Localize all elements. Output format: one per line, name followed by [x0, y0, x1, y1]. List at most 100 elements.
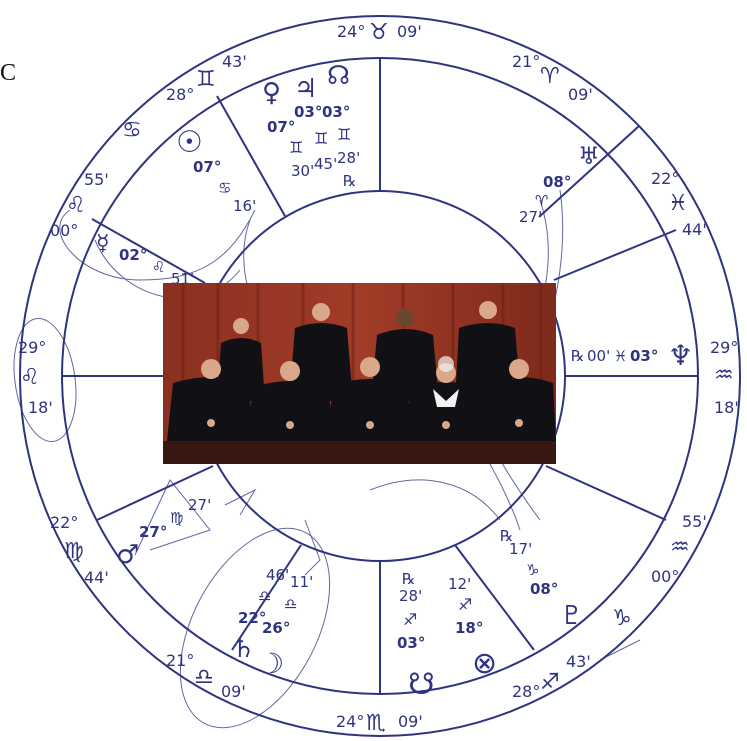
planet-minute: 46'	[266, 566, 289, 584]
planet-minute: 27'	[519, 208, 542, 226]
planet-minute: 45'	[314, 155, 337, 173]
cusp-degree: 55'	[84, 170, 109, 189]
virgo-icon: ♍	[64, 539, 84, 564]
planet-degree: 07°	[267, 118, 295, 136]
pisces-icon: ♓	[668, 191, 688, 216]
planet-degree: 03°	[397, 634, 425, 652]
cusp-line	[554, 230, 676, 280]
gemini-icon: ♊	[337, 125, 351, 144]
planet-degree: 27°	[139, 523, 167, 541]
planet-minute: 00'	[587, 347, 610, 365]
uranus-icon: ♅	[578, 142, 600, 170]
gemini-icon: ♊	[196, 67, 216, 92]
gemini-icon: ♊	[289, 138, 303, 157]
south-node-icon: ☋	[408, 667, 435, 702]
planet-sun: ☉ 07° ♋ 16'	[176, 125, 256, 215]
aries-icon: ♈	[540, 64, 560, 89]
planet-minute: 30'	[291, 162, 314, 180]
cusp-degree: 28°	[512, 682, 540, 701]
cusp-minute: 18'	[28, 398, 53, 417]
cancer-icon: ♋	[218, 179, 231, 197]
pisces-icon: ♓	[614, 347, 627, 365]
planet-degree: 08°	[543, 173, 571, 191]
cusp-degree: 55'	[682, 512, 707, 531]
cusp-line	[546, 466, 666, 520]
moon-icon: ☽	[259, 647, 284, 680]
group-photo-illustration	[163, 283, 556, 464]
sun-icon: ☉	[176, 125, 203, 160]
cusp-degree: 21°	[512, 52, 540, 71]
jupiter-icon: ♃	[294, 74, 317, 104]
planet-degree: 02°	[119, 246, 147, 264]
cusp-label-11: 55' ♌ 00°	[50, 170, 109, 240]
libra-icon: ♎	[258, 587, 271, 605]
cusp-label-3: 22° ♓ 44'	[651, 169, 707, 239]
neptune-icon: ♆	[668, 339, 693, 372]
cusp-minute: 18'	[714, 398, 739, 417]
planet-pluto: ℞ 17' ♑ 08° ♇	[500, 527, 583, 631]
north-node-icon: ☊	[327, 61, 350, 91]
retrograde-icon: ℞	[402, 570, 415, 588]
planet-south-node: ℞ 28' ♐ 03° ☋	[397, 570, 435, 702]
cusp-degree: 28°	[166, 85, 194, 104]
cusp-minute: 09'	[221, 682, 246, 701]
cusp-degree: 29°	[710, 338, 738, 357]
retrograde-icon: ℞	[571, 347, 584, 365]
sagittarius-icon: ♐	[458, 595, 472, 614]
planet-mars: ♂ 27° ♍ 27'	[116, 496, 211, 570]
sagittarius-icon: ♐	[540, 670, 560, 695]
capricorn-icon: ♑	[526, 561, 539, 579]
cusp-label-5: 55' ♒ 00°	[651, 512, 707, 586]
part-of-fortune-icon: ⊗	[472, 646, 497, 681]
cusp-label-7: 24° ♏ 09'	[336, 711, 423, 736]
cusp-minute: 09'	[397, 22, 422, 41]
planet-degree: 18°	[455, 619, 483, 637]
cusp-minute: 00°	[651, 567, 679, 586]
mercury-icon: ☿	[96, 231, 110, 256]
cusp-label-9: 22° ♍ 44'	[50, 513, 109, 587]
venus-icon: ♀	[262, 78, 281, 108]
aquarius-icon: ♒	[670, 535, 690, 560]
cusp-degree: 24°	[336, 712, 364, 731]
planet-minute: 16'	[233, 197, 256, 215]
cusp-degree: 24°	[337, 22, 365, 41]
planet-minute: 27'	[188, 496, 211, 514]
sketch-circle	[7, 314, 84, 445]
saturn-icon: ♄	[232, 634, 255, 664]
planet-minute: 11'	[290, 573, 313, 591]
center-photo	[163, 283, 556, 464]
scorpio-icon: ♏	[366, 711, 386, 736]
planet-degree: 03°	[322, 103, 350, 121]
cancer-icon: ♋	[122, 118, 142, 143]
planet-degree: 26°	[262, 619, 290, 637]
virgo-icon: ♍	[170, 509, 183, 527]
cusp-minute: 00°	[50, 221, 78, 240]
planet-degree: 07°	[193, 158, 221, 176]
pluto-icon: ♇	[560, 601, 583, 631]
sagittarius-icon: ♐	[403, 610, 417, 629]
cusp-minute: 44'	[682, 220, 707, 239]
leo-icon: ♌	[66, 193, 86, 218]
planet-degree: 03°	[630, 347, 658, 365]
planet-minute: 12'	[448, 575, 471, 593]
cusp-minute: 43'	[222, 52, 247, 71]
planet-degree: 08°	[530, 580, 558, 598]
cusp-degree: 22°	[50, 513, 78, 532]
retrograde-icon: ℞	[343, 172, 356, 190]
leo-icon: ♌	[152, 258, 165, 276]
cusp-label-4: 29° ♒ 18'	[710, 338, 739, 417]
cusp-degree: 22°	[651, 169, 679, 188]
handwritten-marks	[7, 190, 640, 741]
sketch-arrowhead	[225, 490, 255, 515]
cusp-minute: 44'	[84, 568, 109, 587]
cusp-label-10: 29° ♌ 18'	[18, 338, 53, 417]
planet-minute: 17'	[509, 540, 532, 558]
planet-degree: 03°	[294, 103, 322, 121]
libra-icon: ♎	[194, 665, 214, 690]
planet-neptune: ℞ 00' ♓ 03° ♆	[571, 339, 693, 372]
capricorn-icon: ♑	[612, 606, 632, 631]
planet-uranus: ♅ 08° ♈ 27'	[519, 142, 600, 226]
planet-minute: 28'	[337, 149, 360, 167]
cusp-degree: 21°	[166, 651, 194, 670]
